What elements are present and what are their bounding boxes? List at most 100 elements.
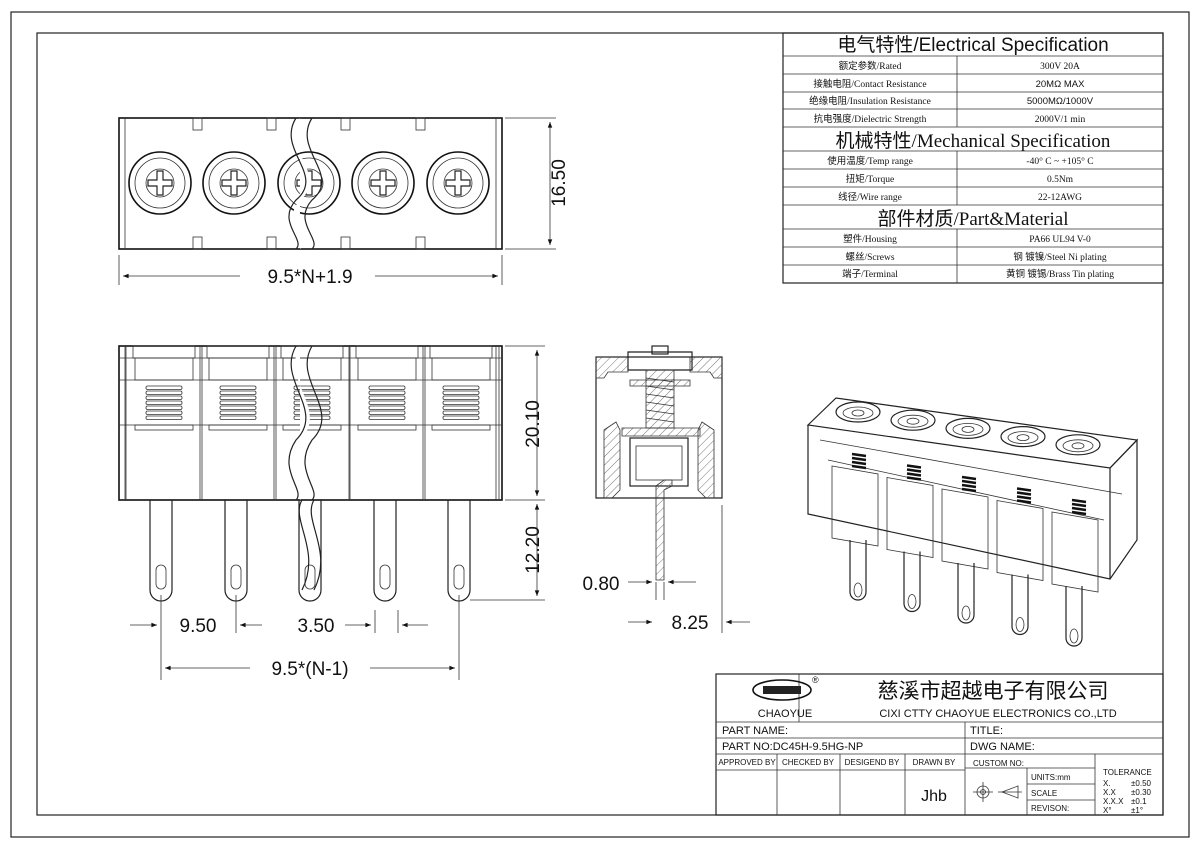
terminal-cell bbox=[199, 345, 277, 500]
dwg-name-label: DWG NAME: bbox=[970, 741, 1035, 753]
terminal-cell bbox=[348, 345, 426, 500]
iso-screw-icon bbox=[1055, 434, 1101, 456]
iso-terminal-cell bbox=[941, 475, 989, 570]
top-view: 16.50 9.5*N+1.9 bbox=[118, 117, 570, 288]
material-row-value: PA66 UL94 V-0 bbox=[1029, 235, 1091, 245]
tolerance-key: X.X bbox=[1103, 788, 1117, 797]
mechanical-header: 机械特性/Mechanical Specification bbox=[836, 130, 1111, 152]
dim-span: 9.5*(N-1) bbox=[271, 659, 348, 680]
designed-by-label: DESIGEND BY bbox=[845, 758, 900, 767]
iso-terminal-pin bbox=[957, 563, 975, 624]
tolerance-value: ±0.30 bbox=[1131, 788, 1152, 797]
electrical-row-value: 300V 20A bbox=[1040, 62, 1080, 72]
front-view: 20.10 12.20 9.50 3.50 9.5*(N-1) bbox=[118, 345, 545, 680]
tolerance-value: ±1° bbox=[1131, 806, 1143, 815]
electrical-row-value: 20MΩ MAX bbox=[1036, 79, 1085, 90]
custom-no-label: CUSTOM NO: bbox=[973, 759, 1024, 768]
title-label: TITLE: bbox=[970, 725, 1003, 737]
dim-pin-gap: 3.50 bbox=[298, 616, 335, 637]
tolerance-key: X° bbox=[1103, 806, 1112, 815]
projection-symbol-icon bbox=[973, 782, 1022, 802]
terminal-pin bbox=[447, 500, 471, 602]
drawn-by-value: Jhb bbox=[921, 788, 947, 805]
mechanical-row-label: 线径/Wire range bbox=[838, 191, 902, 203]
mechanical-row-label: 扭矩/Torque bbox=[846, 173, 894, 185]
mechanical-row-value: 22-12AWG bbox=[1038, 193, 1082, 203]
outer-border bbox=[10, 11, 1190, 838]
title-block: ® CHAOYUE 慈溪市超越电子有限公司 CIXI CTTY CHAOYUE … bbox=[715, 673, 1164, 816]
iso-terminal-cell bbox=[996, 487, 1044, 581]
iso-terminal-cell bbox=[886, 464, 934, 558]
electrical-row-label: 绝缘电阻/Insulation Resistance bbox=[809, 95, 931, 107]
mechanical-row-value: 0.5Nm bbox=[1047, 175, 1074, 185]
terminal-pin bbox=[298, 500, 322, 602]
iso-screw-icon bbox=[835, 401, 881, 423]
dim-front-height: 20.10 bbox=[523, 400, 544, 448]
iso-screw-icon bbox=[945, 417, 991, 439]
electrical-header: 电气特性/Electrical Specification bbox=[837, 34, 1108, 56]
terminal-cell bbox=[422, 345, 500, 500]
material-row-label: 塑件/Housing bbox=[843, 233, 897, 245]
terminal-cell bbox=[273, 345, 351, 500]
material-row-value: 黄铜 镀锡/Brass Tin plating bbox=[1006, 268, 1114, 280]
screw-head-icon bbox=[277, 151, 341, 215]
screw-head-icon bbox=[426, 151, 490, 215]
material-header: 部件材质/Part&Material bbox=[877, 208, 1068, 230]
material-row-label: 端子/Terminal bbox=[842, 268, 898, 280]
dim-side-depth: 8.25 bbox=[672, 613, 709, 634]
screw-head-icon bbox=[128, 151, 192, 215]
mechanical-row-label: 使用温度/Temp range bbox=[827, 155, 913, 167]
iso-terminal-pin bbox=[903, 551, 921, 613]
terminal-cell bbox=[125, 345, 203, 500]
tolerance-key: X. bbox=[1103, 779, 1111, 788]
tolerance-header: TOLERANCE bbox=[1103, 768, 1152, 777]
electrical-row-label: 抗电强度/Dielectric Strength bbox=[814, 113, 927, 125]
tolerance-value: ±0.50 bbox=[1131, 779, 1152, 788]
terminal-pin bbox=[224, 500, 248, 602]
revision-label: REVISON: bbox=[1031, 804, 1069, 813]
screw-head-icon bbox=[351, 151, 415, 215]
iso-terminal-pin bbox=[1065, 586, 1083, 647]
electrical-row-label: 接触电阻/Contact Resistance bbox=[813, 78, 926, 90]
checked-by-label: CHECKED BY bbox=[782, 758, 835, 767]
company-name-cn: 慈溪市超越电子有限公司 bbox=[878, 680, 1109, 703]
screw-head-icon bbox=[202, 151, 266, 215]
dim-top-height: 16.50 bbox=[549, 159, 570, 207]
approved-by-label: APPROVED BY bbox=[718, 758, 776, 767]
dim-pin-length: 12.20 bbox=[523, 526, 544, 574]
side-section-view: 0.80 8.25 bbox=[583, 345, 750, 634]
dim-pitch: 9.50 bbox=[180, 616, 217, 637]
spec-table: 电气特性/Electrical Specification 额定参数/Rated… bbox=[782, 32, 1164, 284]
company-name-en: CIXI CTTY CHAOYUE ELECTRONICS CO.,LTD bbox=[879, 708, 1116, 720]
tolerance-value: ±0.1 bbox=[1131, 797, 1147, 806]
electrical-row-value: 5000MΩ/1000V bbox=[1027, 96, 1094, 107]
iso-screw-icon bbox=[1000, 426, 1046, 448]
iso-terminal-cell bbox=[1051, 498, 1099, 593]
company-logo: ® CHAOYUE bbox=[752, 675, 819, 720]
dim-top-length: 9.5*N+1.9 bbox=[267, 267, 352, 288]
part-name-label: PART NAME: bbox=[722, 725, 788, 737]
dim-pin-thickness: 0.80 bbox=[583, 574, 620, 595]
terminal-pin bbox=[373, 500, 397, 602]
material-row-value: 钢 镀镍/Steel Ni plating bbox=[1013, 251, 1106, 263]
electrical-row-label: 额定参数/Rated bbox=[839, 60, 902, 72]
logo-registered-mark: ® bbox=[812, 675, 819, 685]
part-no-label: PART NO:DC45H-9.5HG-NP bbox=[722, 741, 863, 753]
electrical-row-value: 2000V/1 min bbox=[1035, 115, 1086, 125]
mechanical-row-value: -40° C ~ +105° C bbox=[1026, 156, 1093, 167]
logo-text: CHAOYUE bbox=[758, 708, 812, 720]
iso-screw-icon bbox=[890, 409, 936, 431]
iso-terminal-pin bbox=[1011, 574, 1029, 636]
scale-label: SCALE bbox=[1031, 789, 1057, 798]
material-row-label: 螺丝/Screws bbox=[845, 251, 894, 263]
terminal-pin bbox=[149, 500, 173, 602]
spring-thread bbox=[293, 385, 331, 420]
spring-thread bbox=[145, 385, 183, 420]
spring-thread bbox=[368, 385, 406, 420]
spring-thread bbox=[219, 385, 257, 420]
drawn-by-label: DRAWN BY bbox=[913, 758, 956, 767]
isometric-view bbox=[806, 397, 1139, 647]
iso-terminal-cell bbox=[831, 452, 879, 547]
spring-thread bbox=[442, 385, 480, 420]
